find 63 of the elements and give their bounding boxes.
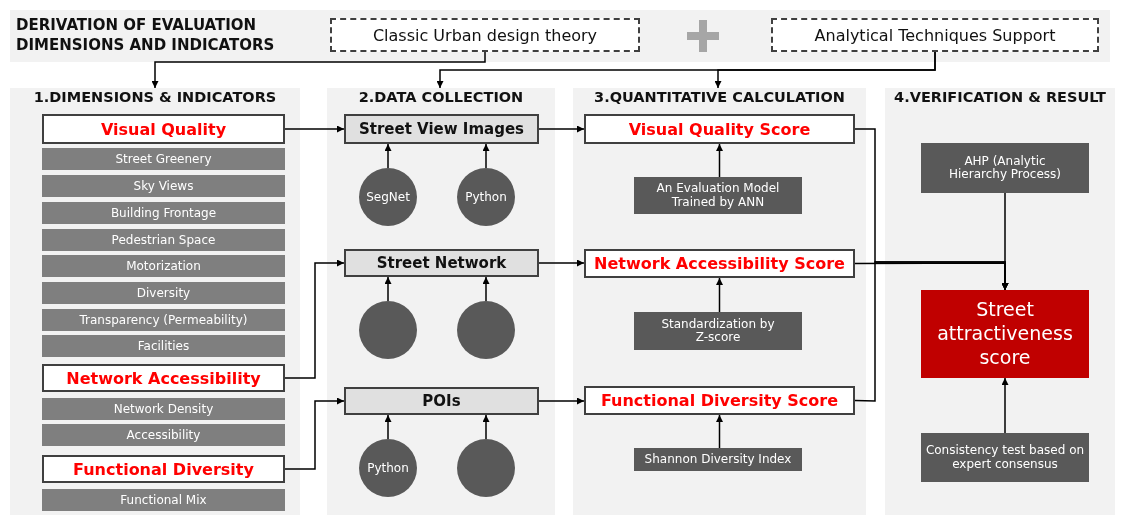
dimension-box: Visual Quality Score xyxy=(584,114,855,144)
indicator-bar: Motorization xyxy=(42,255,285,277)
arrow xyxy=(1001,192,1009,291)
arrow xyxy=(384,414,392,440)
arrow xyxy=(151,51,486,89)
dimension-box: Network Accessibility xyxy=(42,364,285,392)
indicator-bar: Accessibility xyxy=(42,424,285,446)
arrow xyxy=(714,51,936,89)
tool-circle: Python xyxy=(457,168,515,226)
method-box: Standardization by Z-score xyxy=(634,312,802,350)
tool-circle: SegNet xyxy=(359,168,417,226)
section-heading: DERIVATION OF EVALUATION DIMENSIONS AND INDICATORS xyxy=(16,16,276,55)
method-box: Shannon Diversity Index xyxy=(634,448,802,471)
dimension-box: Network Accessibility Score xyxy=(584,249,855,278)
arrow xyxy=(284,259,345,379)
dashed-box: Analytical Techniques Support xyxy=(771,18,1099,52)
dashed-box: Classic Urban design theory xyxy=(330,18,640,52)
column-panel xyxy=(10,88,300,515)
arrow xyxy=(384,143,392,169)
section-heading: 2.DATA COLLECTION xyxy=(357,89,525,105)
indicator-bar: Building Frontage xyxy=(42,202,285,224)
column-panel xyxy=(327,88,555,515)
arrow xyxy=(284,397,345,470)
result-box: Street attractiveness score xyxy=(921,290,1089,378)
method-box: AHP (Analytic Hierarchy Process) xyxy=(921,143,1089,193)
column-panel xyxy=(573,88,866,515)
arrow xyxy=(538,125,585,133)
method-box: Consistency test based on expert consensus xyxy=(921,433,1089,482)
dimension-box: Functional Diversity Score xyxy=(584,386,855,415)
indicator-bar: Transparency (Permeability) xyxy=(42,309,285,331)
circle-shape xyxy=(359,301,417,359)
section-heading: 3.QUANTITATIVE CALCULATION xyxy=(593,89,846,105)
arrow xyxy=(716,414,723,449)
arrow xyxy=(716,277,723,313)
circle-shape xyxy=(457,439,515,497)
method-box: An Evaluation Model Trained by ANN xyxy=(634,177,802,214)
arrow xyxy=(284,125,345,133)
indicator-bar: Network Density xyxy=(42,398,285,420)
indicator-bar: Pedestrian Space xyxy=(42,229,285,251)
arrow xyxy=(482,414,490,440)
indicator-bar: Facilities xyxy=(42,335,285,357)
data-source-box: Street Network xyxy=(344,249,539,277)
arrow xyxy=(482,143,490,169)
indicator-bar: Functional Mix xyxy=(42,489,285,511)
arrow xyxy=(1001,377,1009,434)
section-heading: 4.VERIFICATION & RESULT xyxy=(893,89,1107,105)
data-source-box: POIs xyxy=(344,387,539,415)
tool-circle: Python xyxy=(359,439,417,497)
indicator-bar: Street Greenery xyxy=(42,148,285,170)
indicator-bar: Sky Views xyxy=(42,175,285,197)
indicator-bar: Diversity xyxy=(42,282,285,304)
circle-shape xyxy=(457,301,515,359)
arrow xyxy=(482,276,490,302)
column-panel xyxy=(885,88,1115,515)
section-heading: 1.DIMENSIONS & INDICATORS xyxy=(32,89,278,105)
arrow xyxy=(538,259,585,267)
arrow xyxy=(384,276,392,302)
data-source-box: Street View Images xyxy=(344,114,539,144)
dimension-box: Functional Diversity xyxy=(42,455,285,483)
header-band xyxy=(10,10,1110,62)
arrow xyxy=(538,397,585,405)
arrow xyxy=(716,143,723,178)
dimension-box: Visual Quality xyxy=(42,114,285,144)
